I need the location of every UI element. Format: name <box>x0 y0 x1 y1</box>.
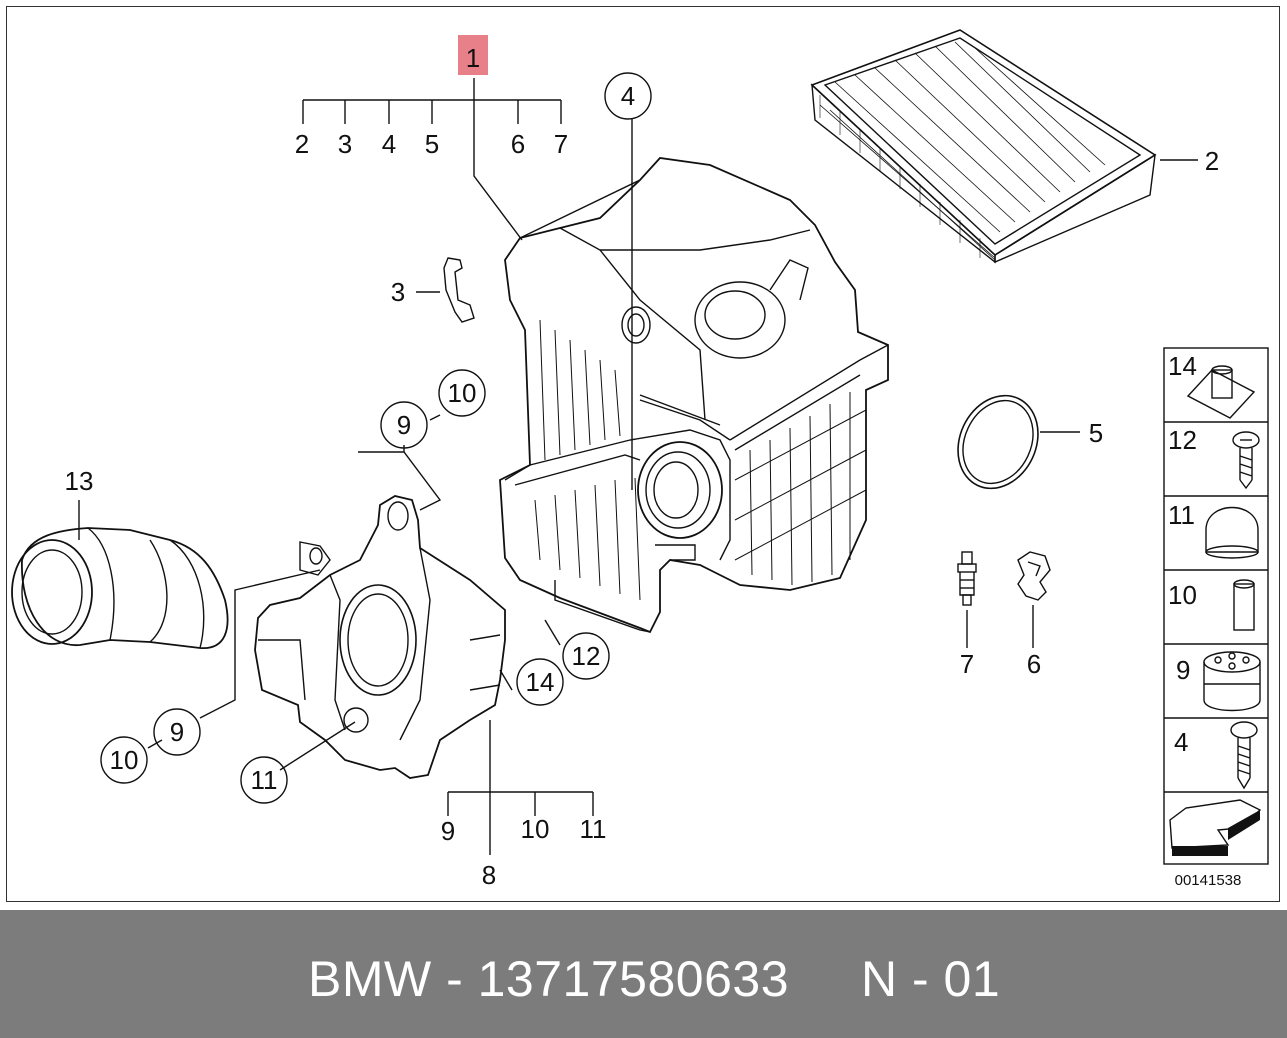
arrow-icon <box>1169 799 1262 856</box>
callout-4-label: 4 <box>621 81 635 111</box>
callout-1-sub-5: 5 <box>425 129 439 159</box>
callout-11-label: 11 <box>251 765 278 795</box>
callout-11-circle <box>240 756 288 804</box>
reference-number: 00141538 <box>1175 872 1242 889</box>
legend-num-14: 14 <box>1168 351 1197 381</box>
sealing-ring <box>957 394 1039 490</box>
callout-8-label: 8 <box>482 860 496 890</box>
legend-panel <box>1163 347 1269 865</box>
callout-1-sub-2: 2 <box>295 129 309 159</box>
callout-4-circle <box>604 72 652 120</box>
callout-5-label: 5 <box>1089 418 1103 448</box>
rubber-cap-icon <box>1205 506 1259 559</box>
long-screw-icon <box>1230 721 1258 790</box>
callout-10-label-lower: 10 <box>110 745 139 775</box>
callout-8-sub-10: 10 <box>521 814 550 844</box>
legend-num-12: 12 <box>1168 425 1197 455</box>
screw-icon <box>1232 431 1260 490</box>
legend-num-10: 10 <box>1168 580 1197 610</box>
callout-9-circle-upper <box>380 401 428 449</box>
intake-resonator <box>254 495 506 779</box>
callout-12-circle <box>562 632 610 680</box>
retaining-clip-6 <box>1017 551 1051 601</box>
parts-diagram: 1 2 3 4 5 6 7 4 2 3 5 10 9 13 12 14 9 10… <box>11 29 1269 890</box>
callout-8-sub-9: 9 <box>441 816 455 846</box>
callout-1-sub-6: 6 <box>511 129 525 159</box>
callout-7-label: 7 <box>960 649 974 679</box>
legend-num-9: 9 <box>1176 655 1190 685</box>
callout-6-label: 6 <box>1027 649 1041 679</box>
callout-9-label-lower: 9 <box>170 717 184 747</box>
diagram-frame <box>6 6 1280 902</box>
legend-num-4: 4 <box>1174 727 1188 757</box>
callout-1-sub-3: 3 <box>338 129 352 159</box>
callout-12-label: 12 <box>572 641 601 671</box>
callout-9-label-upper: 9 <box>397 410 411 440</box>
fastening-pin <box>957 551 977 606</box>
callout-14-circle <box>516 658 564 706</box>
callout-1-sub-4: 4 <box>382 129 396 159</box>
callout-1-highlight <box>458 35 488 75</box>
callout-2-label: 2 <box>1205 146 1219 176</box>
callout-10-circle-lower <box>100 736 148 784</box>
callout-1-label: 1 <box>466 43 480 73</box>
callout-10-label-upper: 10 <box>448 378 477 408</box>
retaining-clip <box>443 257 475 323</box>
callout-9-circle-lower <box>153 708 201 756</box>
callout-1-sub-7: 7 <box>554 129 568 159</box>
footer-bar <box>0 910 1287 1038</box>
grommet-icon <box>1203 651 1261 712</box>
intake-duct <box>11 527 229 649</box>
callout-13-label: 13 <box>65 466 94 496</box>
callout-3-label: 3 <box>391 277 405 307</box>
sleeve-icon <box>1233 579 1255 631</box>
callout-14-label: 14 <box>526 667 555 697</box>
air-filter-housing <box>499 157 889 634</box>
clip-nut-icon <box>1186 365 1256 419</box>
footer-part-label: BMW - 13717580633 N - 01 <box>308 951 1001 1007</box>
callout-8-sub-11: 11 <box>580 814 607 844</box>
callout-10-circle-upper <box>438 369 486 417</box>
air-filter-element <box>810 29 1157 264</box>
legend-num-11: 11 <box>1168 500 1195 530</box>
